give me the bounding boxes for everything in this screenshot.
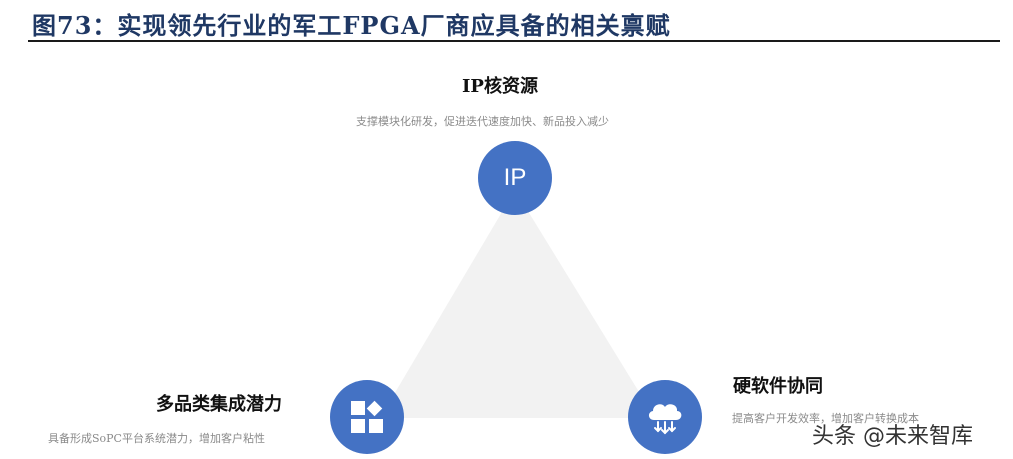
triangle-shape	[380, 190, 655, 418]
node-top-description: 支撑模块化研发，促进迭代速度加快、新品投入减少	[356, 115, 609, 128]
node-left-circle	[330, 380, 404, 454]
node-left-title: 多品类集成潜力	[156, 394, 282, 415]
node-right-description: 提高客户开发效率，增加客户转换成本	[732, 412, 919, 425]
title-divider	[28, 40, 1000, 42]
figure-title: 图73：实现领先行业的军工FPGA厂商应具备的相关禀赋	[32, 11, 671, 40]
ip-icon: IP	[503, 164, 527, 191]
grid-blocks-icon	[351, 400, 383, 433]
node-left-description: 具备形成SoPC平台系统潜力，增加客户粘性	[48, 432, 265, 445]
watermark: 头条 @未来智库	[812, 424, 973, 449]
node-top-title: IP核资源	[462, 76, 538, 97]
node-right-title: 硬软件协同	[733, 376, 823, 397]
cloud-download-icon	[648, 404, 682, 435]
node-top-circle: IP	[478, 141, 552, 215]
node-right-circle	[628, 380, 702, 454]
